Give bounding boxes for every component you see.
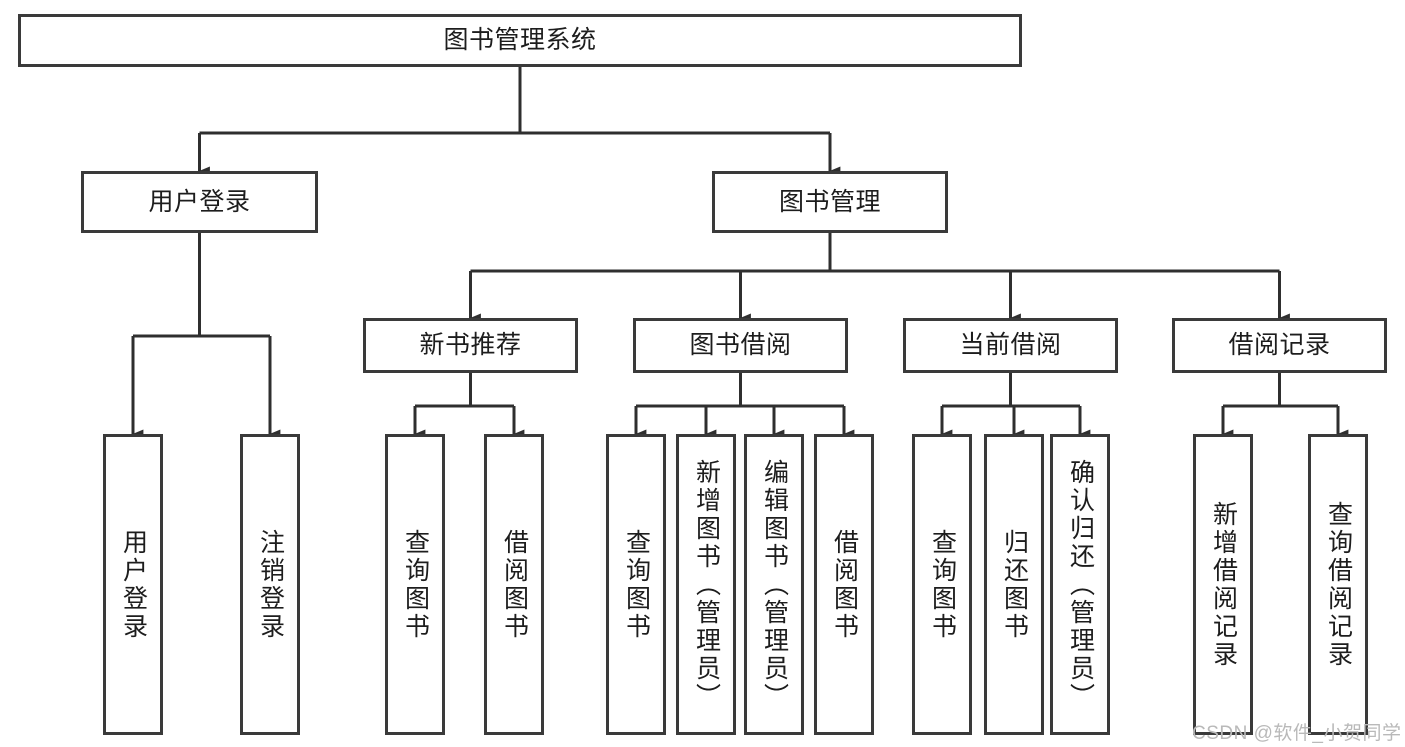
node-label: 当前借阅: [959, 331, 1062, 359]
node-login[interactable]: 用户登录: [81, 171, 318, 233]
node-bookmgmt[interactable]: 图书管理: [712, 171, 948, 233]
node-borrow[interactable]: 图书借阅: [633, 318, 848, 373]
node-leaf-cu-c[interactable]: 确认归还（管理员）: [1050, 434, 1110, 735]
node-leaf-br-b[interactable]: 借阅图书: [814, 434, 874, 735]
node-leaf-cu-q[interactable]: 查询图书: [912, 434, 972, 735]
node-records[interactable]: 借阅记录: [1172, 318, 1387, 373]
node-label: 新书推荐: [419, 331, 522, 359]
node-label: 图书借阅: [689, 331, 792, 359]
node-label: 查询图书: [622, 528, 651, 641]
node-leaf-br-q[interactable]: 查询图书: [606, 434, 666, 735]
node-label: 借阅图书: [500, 528, 529, 641]
node-label: 确认归还（管理员）: [1066, 458, 1095, 711]
node-root[interactable]: 图书管理系统: [18, 14, 1022, 67]
node-label: 用户登录: [148, 187, 251, 216]
node-leaf-rc-q[interactable]: 查询借阅记录: [1308, 434, 1368, 735]
node-label: 新增图书（管理员）: [692, 458, 721, 711]
node-label: 查询借阅记录: [1324, 500, 1353, 669]
node-label: 查询图书: [401, 528, 430, 641]
csdn-watermark: CSDN @软件_小贺同学: [1192, 723, 1402, 744]
node-leaf-cu-r[interactable]: 归还图书: [984, 434, 1044, 735]
node-label: 借阅图书: [830, 528, 859, 641]
node-label: 归还图书: [1000, 528, 1029, 641]
node-leaf-logout[interactable]: 注销登录: [240, 434, 300, 735]
node-leaf-rc-a[interactable]: 新增借阅记录: [1193, 434, 1253, 735]
node-leaf-br-a[interactable]: 新增图书（管理员）: [676, 434, 736, 735]
node-label: 图书管理系统: [443, 26, 597, 54]
node-leaf-login[interactable]: 用户登录: [103, 434, 163, 735]
node-label: 编辑图书（管理员）: [760, 458, 789, 711]
node-current[interactable]: 当前借阅: [903, 318, 1118, 373]
node-label: 注销登录: [256, 528, 285, 641]
node-label: 用户登录: [119, 528, 148, 641]
node-newbook[interactable]: 新书推荐: [363, 318, 578, 373]
node-label: 查询图书: [928, 528, 957, 641]
edge-paths: [131, 67, 1349, 439]
node-leaf-nb-q[interactable]: 查询图书: [385, 434, 445, 735]
node-leaf-nb-b[interactable]: 借阅图书: [484, 434, 544, 735]
node-leaf-br-e[interactable]: 编辑图书（管理员）: [744, 434, 804, 735]
node-label: 新增借阅记录: [1209, 500, 1238, 669]
node-label: 借阅记录: [1228, 331, 1331, 359]
node-label: 图书管理: [778, 187, 881, 216]
